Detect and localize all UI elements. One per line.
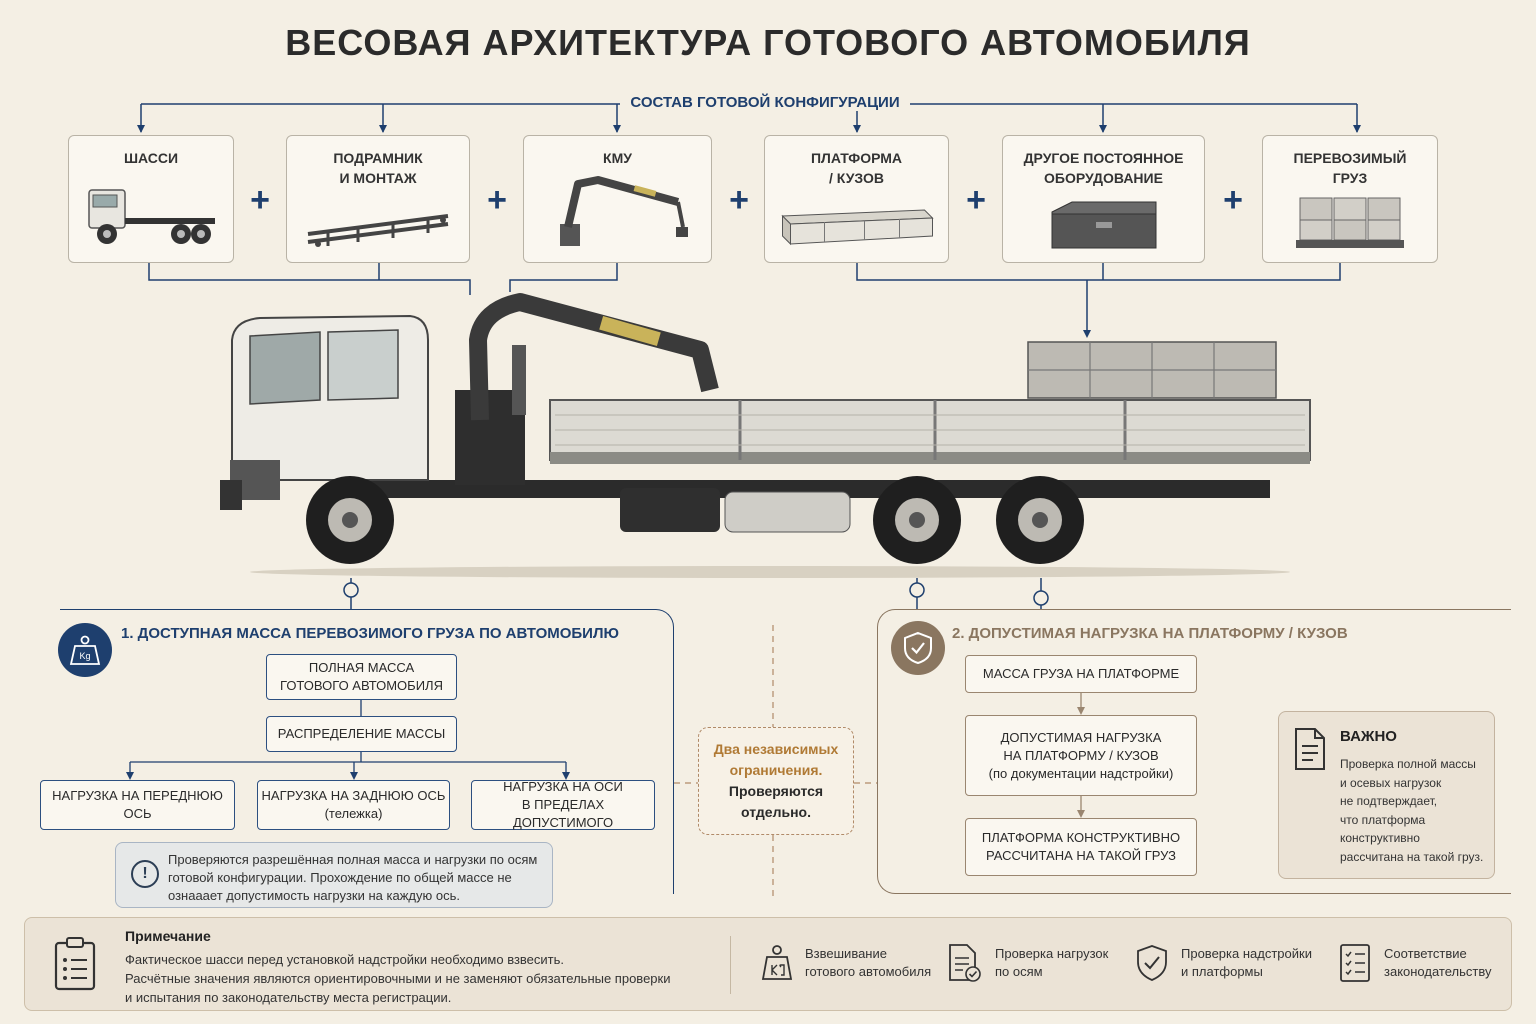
toolbox-icon — [1051, 201, 1156, 249]
important-title: ВАЖНО — [1340, 728, 1397, 745]
platform-icon — [780, 209, 934, 246]
footer-line-3: и испытания по законодательству места ре… — [125, 990, 452, 1005]
checklist-icon — [1340, 944, 1370, 982]
exclamation-icon: ! — [131, 860, 159, 888]
card-label: ПЕРЕВОЗИМЫЙ ГРУЗ — [1293, 150, 1407, 186]
front-axle-box: НАГРУЗКА НА ПЕРЕДНЮЮ ОСЬ — [40, 780, 235, 830]
scale-kg-icon: Kg — [69, 635, 101, 665]
crane-icon — [559, 176, 688, 246]
footer-note: Примечание Фактическое шасси перед устан… — [24, 917, 1512, 1011]
middle-line-1: Два независимых — [713, 741, 839, 757]
allowed-load-box: ДОПУСТИМАЯ НАГРУЗКА НА ПЛАТФОРМУ / КУЗОВ… — [965, 715, 1197, 796]
shield-badge — [891, 621, 945, 675]
card-cargo: ПЕРЕВОЗИМЫЙ ГРУЗ — [1262, 135, 1438, 263]
section-1-panel — [60, 609, 674, 894]
allowed-load-sub: (по документации надстройки) — [988, 765, 1174, 781]
subframe-icon — [307, 214, 449, 247]
platform-designed-box: ПЛАТФОРМА КОНСТРУКТИВНО РАССЧИТАНА НА ТА… — [965, 818, 1197, 876]
section-1-title: 1. ДОСТУПНАЯ МАССА ПЕРЕВОЗИМОГО ГРУЗА ПО… — [121, 625, 619, 642]
card-crane: КМУ — [523, 135, 712, 263]
platform-designed-label: ПЛАТФОРМА КОНСТРУКТИВНО РАССЧИТАНА НА ТА… — [981, 830, 1181, 863]
composition-title: СОСТАВ ГОТОВОЙ КОНФИГУРАЦИИ — [620, 94, 910, 111]
check-label: Взвешивание готового автомобиля — [805, 946, 932, 979]
weight-kg-badge: Kg — [58, 623, 112, 677]
check-label: Соответствие законодательству — [1384, 946, 1492, 979]
check-label: Проверка нагрузок по осям — [995, 946, 1109, 979]
section-2-panel — [877, 609, 1511, 894]
rear-axle-label: НАГРУЗКА НА ЗАДНЮЮ ОСЬ — [261, 788, 446, 803]
check-item-superstructure: Проверка надстройки и платформы — [1135, 938, 1312, 988]
plus-sign: + — [1223, 181, 1243, 219]
check-label: Проверка надстройки и платформы — [1181, 946, 1312, 979]
chassis-icon — [88, 189, 215, 244]
middle-line-3: Проверяются — [728, 783, 824, 799]
cargo-mass-label: МАССА ГРУЗА НА ПЛАТФОРМЕ — [982, 666, 1180, 681]
card-label: ДРУГОЕ ПОСТОЯННОЕ ОБОРУДОВАНИЕ — [1023, 150, 1184, 186]
plus-sign: + — [250, 181, 270, 219]
distribution-box: РАСПРЕДЕЛЕНИЕ МАССЫ — [266, 716, 457, 752]
page-title: ВЕСОВАЯ АРХИТЕКТУРА ГОТОВОГО АВТОМОБИЛЯ — [285, 22, 1251, 63]
footer-divider — [730, 936, 731, 994]
cargo-icon — [1296, 197, 1404, 248]
badge-kg-text: Kg — [79, 651, 90, 661]
middle-line-4: отдельно. — [741, 804, 811, 820]
axles-limit-box: НАГРУЗКА НА ОСИ В ПРЕДЕЛАХ ДОПУСТИМОГО — [471, 779, 655, 830]
scale-weight-icon — [761, 945, 793, 980]
section-2-title: 2. ДОПУСТИМАЯ НАГРУЗКА НА ПЛАТФОРМУ / КУ… — [952, 625, 1348, 642]
card-subframe: ПОДРАМНИК И МОНТАЖ — [286, 135, 470, 263]
clipboard-icon — [54, 937, 96, 991]
card-label: ПЛАТФОРМА / КУЗОВ — [810, 150, 903, 186]
gross-mass-label: ПОЛНАЯ МАССА ГОТОВОГО АВТОМОБИЛЯ — [280, 660, 443, 693]
card-equipment: ДРУГОЕ ПОСТОЯННОЕ ОБОРУДОВАНИЕ — [1002, 135, 1205, 263]
check-item-weighing: Взвешивание готового автомобиля — [761, 938, 931, 988]
card-platform: ПЛАТФОРМА / КУЗОВ — [764, 135, 949, 263]
plus-sign: + — [729, 181, 749, 219]
axles-limit-label: НАГРУЗКА НА ОСИ В ПРЕДЕЛАХ ДОПУСТИМОГО — [503, 779, 623, 830]
truck-illustration — [220, 293, 1311, 578]
gross-mass-box: ПОЛНАЯ МАССА ГОТОВОГО АВТОМОБИЛЯ — [266, 654, 457, 700]
document-icon — [1295, 728, 1325, 770]
card-label: ШАССИ — [123, 150, 179, 166]
distribution-label: РАСПРЕДЕЛЕНИЕ МАССЫ — [277, 726, 446, 741]
document-check-icon — [949, 944, 981, 982]
rear-axle-box: НАГРУЗКА НА ЗАДНЮЮ ОСЬ (тележка) — [257, 780, 450, 830]
shield-check-icon — [904, 631, 932, 665]
footer-line-2: Расчётные значения являются ориентировоч… — [125, 971, 671, 986]
check-item-axles: Проверка нагрузок по осям — [947, 938, 1108, 988]
independent-limits-box: Два независимых ограничения. Проверяются… — [698, 727, 854, 835]
plus-sign: + — [966, 181, 986, 219]
allowed-load-label: ДОПУСТИМАЯ НАГРУЗКА НА ПЛАТФОРМУ / КУЗОВ — [1000, 729, 1162, 763]
middle-line-2: ограничения. — [729, 762, 823, 778]
important-note: ВАЖНО Проверка полной массы и осевых наг… — [1278, 711, 1495, 879]
card-label: ПОДРАМНИК И МОНТАЖ — [333, 150, 423, 186]
info-note: ! Проверяются разрешённая полная масса и… — [115, 842, 553, 908]
cargo-mass-box: МАССА ГРУЗА НА ПЛАТФОРМЕ — [965, 655, 1197, 693]
footer-title: Примечание — [125, 928, 211, 944]
rear-axle-sub: (тележка) — [324, 806, 383, 821]
shield-check-icon — [1137, 945, 1167, 981]
card-chassis: ШАССИ — [68, 135, 234, 263]
plus-sign: + — [487, 181, 507, 219]
front-axle-label: НАГРУЗКА НА ПЕРЕДНЮЮ ОСЬ — [52, 788, 223, 821]
important-text: Проверка полной массы и осевых нагрузок … — [1340, 757, 1484, 864]
footer-line-1: Фактическое шасси перед установкой надст… — [125, 952, 565, 967]
check-item-legislation: Соответствие законодательству — [1338, 938, 1491, 988]
card-label: КМУ — [603, 150, 632, 166]
info-note-text: Проверяются разрешённая полная масса и н… — [168, 852, 538, 903]
